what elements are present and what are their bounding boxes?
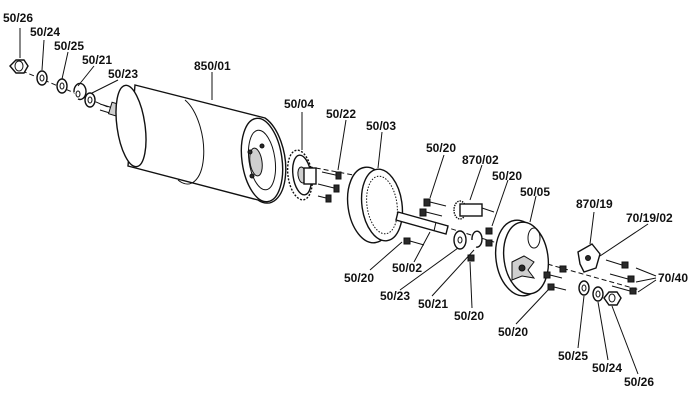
washer-50-23-mid	[453, 230, 467, 250]
lock-washer-50-24-right	[592, 286, 604, 302]
label-870-02: 870/02	[462, 153, 499, 167]
label-50-20-c: 50/20	[344, 271, 374, 285]
label-850-01: 850/01	[194, 59, 231, 73]
label-50-20-d: 50/20	[454, 309, 484, 323]
washer-50-23-left	[84, 92, 96, 108]
axis-line-left	[19, 69, 116, 111]
label-50-21-left: 50/21	[82, 53, 112, 67]
label-50-23-left: 50/23	[108, 67, 138, 81]
label-70-19-02: 70/19/02	[626, 211, 673, 225]
label-50-26-right: 50/26	[624, 375, 654, 389]
gear-50-04	[286, 149, 317, 201]
motor-850-01	[99, 84, 287, 204]
label-50-24-right: 50/24	[592, 361, 622, 375]
leader-lines	[19, 28, 657, 375]
cover-plate-50-05	[494, 219, 550, 297]
label-50-25-right: 50/25	[558, 349, 588, 363]
screws-50-20-mid	[467, 227, 493, 262]
nut-50-26-right	[603, 291, 622, 306]
circlip-50-21-left	[73, 82, 87, 101]
label-50-24-left: 50/24	[30, 25, 60, 39]
label-50-21-mid: 50/21	[418, 297, 448, 311]
nut-50-26-left	[9, 59, 29, 74]
label-50-04: 50/04	[284, 97, 314, 111]
label-50-20-b: 50/20	[492, 169, 522, 183]
screws-50-22	[317, 171, 342, 203]
axis-line-far-right	[539, 261, 641, 291]
label-50-23-mid: 50/23	[380, 289, 410, 303]
label-50-20-a: 50/20	[426, 141, 456, 155]
label-870-19: 870/19	[576, 197, 613, 211]
label-50-25-left: 50/25	[54, 39, 84, 53]
pinion-870-02	[453, 200, 495, 220]
screws-50-20-lower-right	[543, 265, 567, 291]
bracket-870-19	[577, 243, 601, 273]
lock-washer-50-24-left	[36, 70, 48, 86]
screws-70-40	[605, 259, 637, 295]
ring-gear-50-03	[346, 166, 404, 244]
washer-50-25-right	[578, 280, 590, 296]
shaft-50-02	[395, 211, 449, 235]
screws-50-20-upper	[419, 198, 447, 217]
label-50-02: 50/02	[392, 261, 422, 275]
circlip-50-21-mid	[471, 230, 483, 248]
label-50-05: 50/05	[520, 185, 550, 199]
label-70-40: 70/40	[658, 271, 688, 285]
screw-50-20-lower-left	[403, 237, 425, 246]
label-50-26-left: 50/26	[3, 11, 33, 25]
washer-50-25-left	[56, 78, 68, 94]
label-50-22: 50/22	[326, 107, 356, 121]
label-50-20-e: 50/20	[498, 325, 528, 339]
label-50-03: 50/03	[366, 119, 396, 133]
